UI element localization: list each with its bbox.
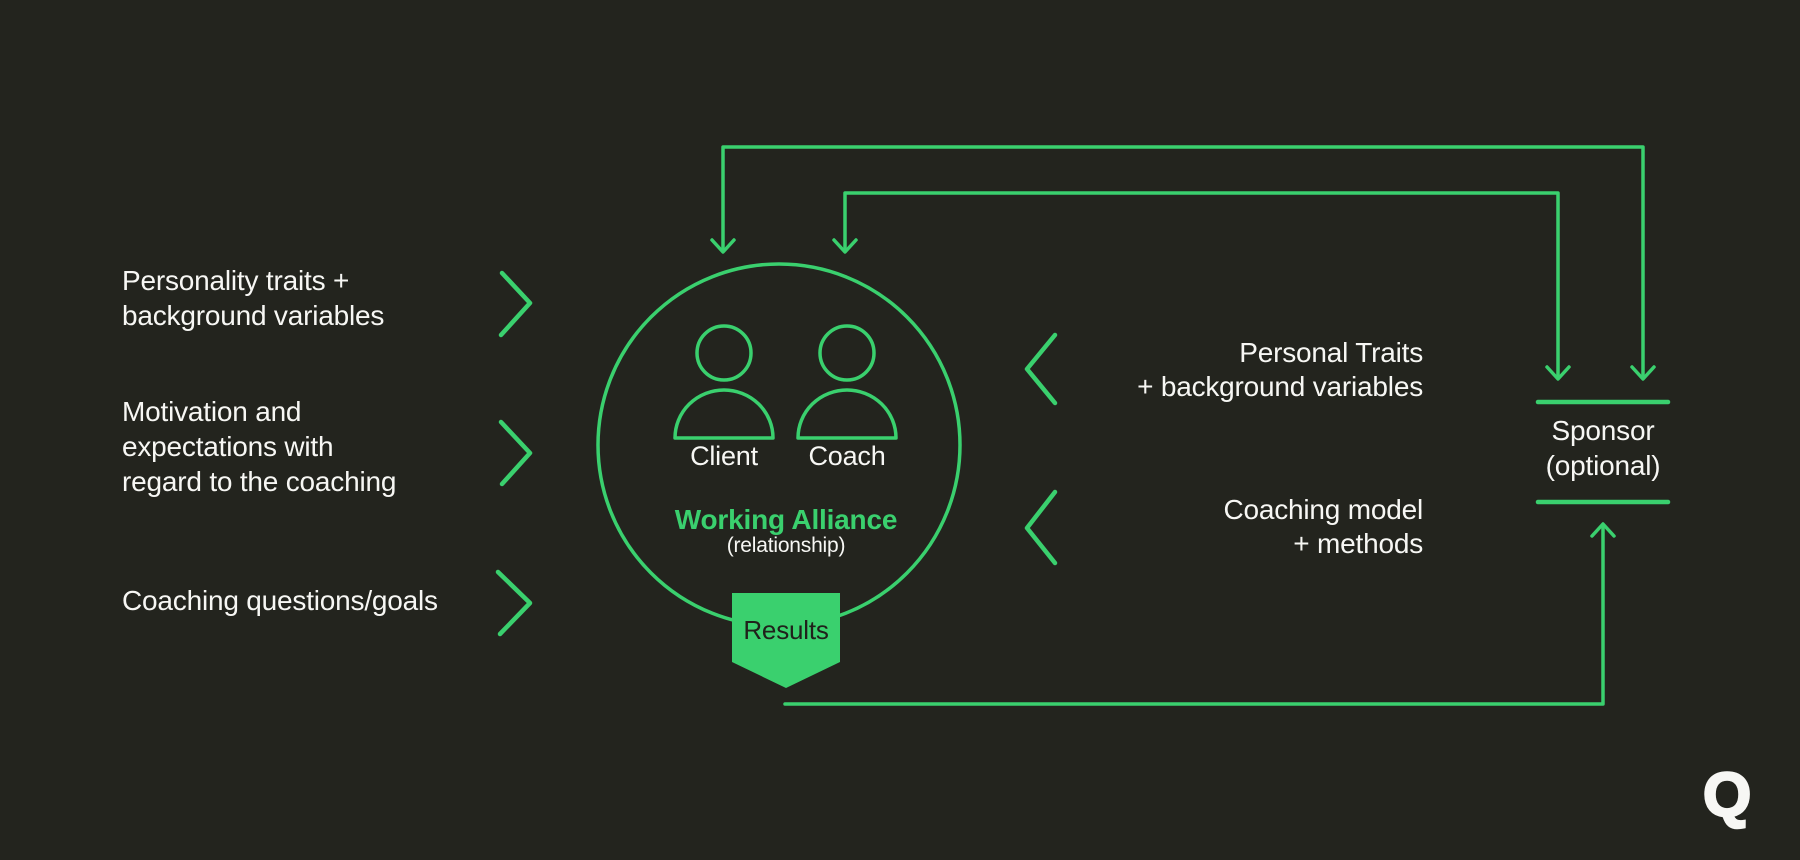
chevron-left-icon	[1024, 332, 1058, 406]
results-label: Results	[743, 615, 829, 645]
working-alliance-title: Working Alliance	[674, 504, 898, 535]
moderator-personal-traits-label: Personal Traits + background variables	[1137, 337, 1423, 402]
alliance-circle	[596, 262, 962, 628]
results-banner	[732, 593, 840, 688]
chevron-right-icon	[495, 569, 533, 637]
coach-person-icon	[796, 324, 898, 440]
arrow-up-icon	[1590, 522, 1616, 538]
results-to-sponsor-arrow	[783, 522, 1616, 706]
sponsor-label: Sponsor (optional)	[1545, 415, 1661, 481]
arrow-down-icon	[1630, 365, 1656, 381]
client-person-icon	[673, 324, 775, 440]
client-label: Client	[690, 441, 758, 471]
arrow-down-icon	[1545, 365, 1571, 381]
coach-label: Coach	[808, 441, 886, 471]
input-personality-label: Personality traits + background variable…	[122, 265, 385, 331]
chevron-right-icon	[498, 270, 533, 338]
q-logo: Q	[1702, 760, 1753, 832]
chevron-right-icon	[498, 419, 533, 487]
input-motivation-label: Motivation and expectations with regard …	[122, 396, 397, 497]
relationship-subtitle: (relationship)	[726, 534, 846, 557]
moderator-coaching-model-label: Coaching model + methods	[1223, 494, 1423, 559]
arrow-down-icon	[710, 238, 736, 254]
sponsor-alliance-outer-arrow	[710, 145, 1656, 381]
chevron-left-icon	[1024, 489, 1058, 566]
sponsor-alliance-inner-arrow	[832, 191, 1571, 381]
input-questions-label: Coaching questions/goals	[122, 585, 438, 616]
arrow-down-icon	[832, 238, 858, 254]
